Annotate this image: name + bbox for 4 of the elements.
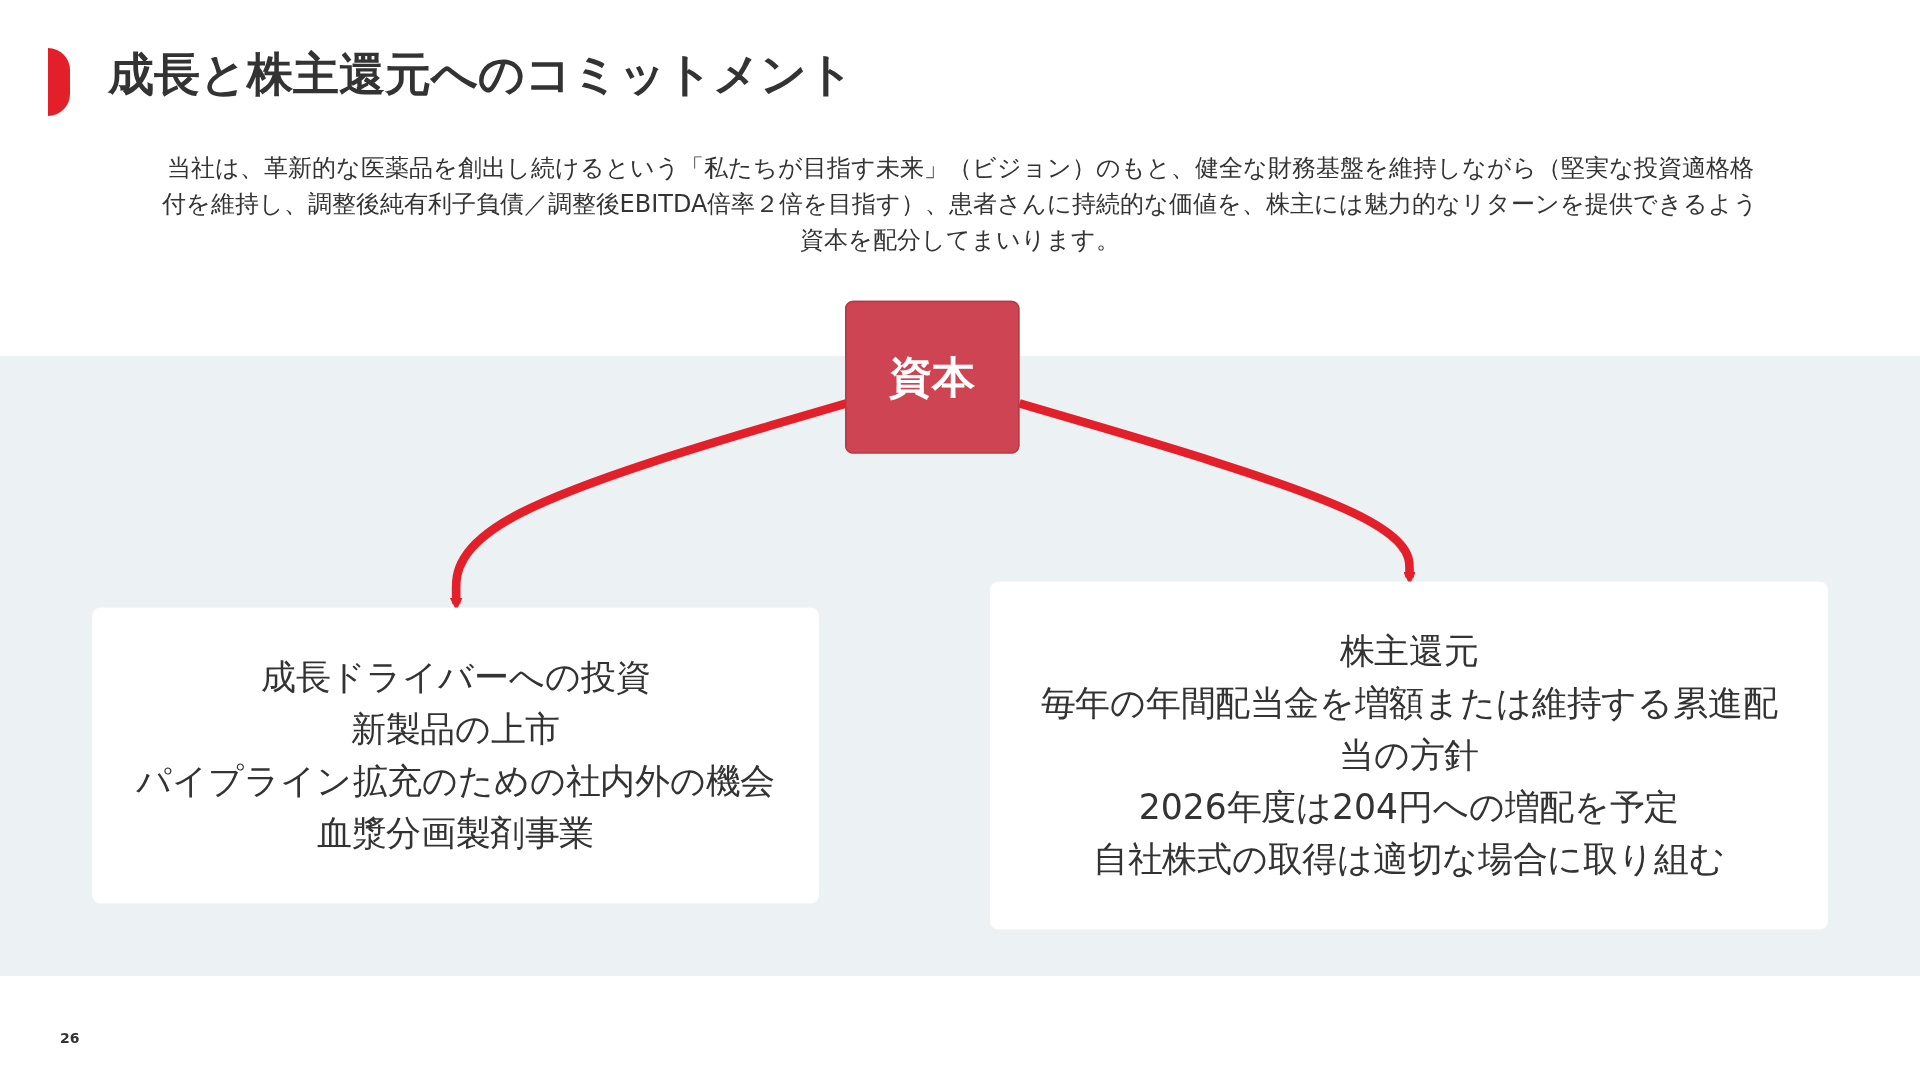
- slide-title: 成長と株主還元へのコミットメント: [108, 46, 854, 103]
- intro-paragraph: 当社は、革新的な医薬品を創出し続けるという「私たちが目指す未来」（ビジョン）のもと、健全な財務基盤を維持しながら（堅実な投資適格格付を維持し、調整後純有利子負債／調整後EBITDA倍率２倍を目指す）、患者さんに持続的な価値を、株主には魅力的なリターンを提供できるよう資本を配分してまいります。: [160, 153, 1760, 256]
- arrow: [1018, 399, 1416, 584]
- page-number: 26: [60, 1030, 80, 1046]
